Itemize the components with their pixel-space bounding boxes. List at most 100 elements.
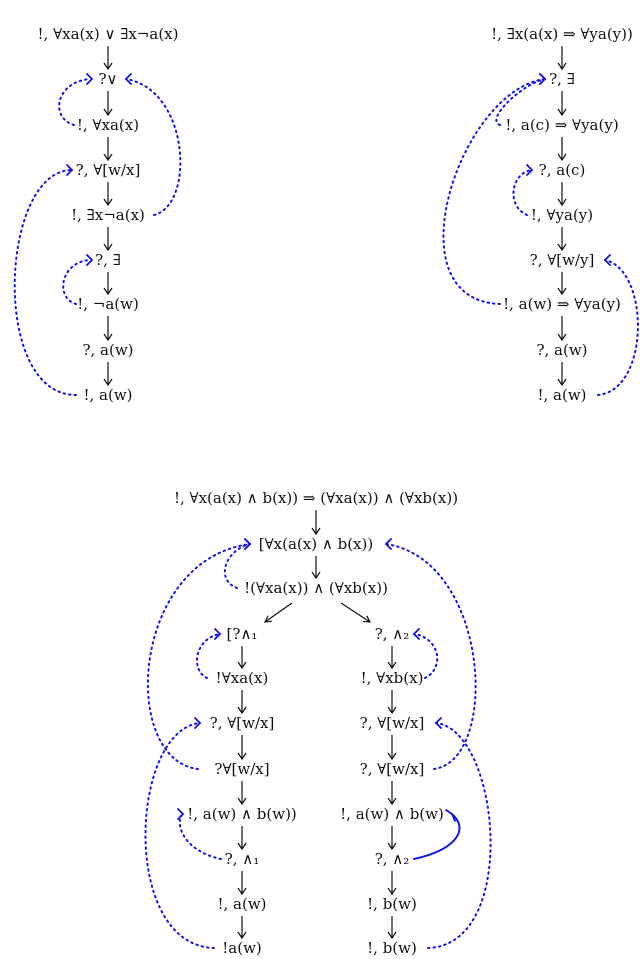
bottom-right-node-8: !, b(w) [367,939,417,957]
right-link-1 [442,78,546,305]
right-node-2: ?, ∃ [549,70,575,88]
left-node-2: ?∨ [98,70,118,88]
bottom-left-node-2: !∀xa(x) [215,669,269,687]
right-arrow-4-head [557,198,567,207]
bottom-link-3-head [384,538,392,550]
right-node-8: ?, a(w) [536,341,588,359]
left-node-9: !, a(w) [83,386,133,404]
bottom-link-3 [385,543,477,770]
left-node-8: ?, a(w) [82,341,134,359]
left-arrow-2-head [103,108,113,117]
bottom-link-7 [427,722,492,949]
bottom-left-node-7: !, a(w) [217,895,267,913]
bottom-branch-left [264,602,293,623]
bottom-link-2 [147,543,251,770]
bottom-arrow-1-head [311,527,321,536]
bottom-right-arrow-6-head [387,887,397,896]
right-root: !, ∃x(a(x) ⇒ ∀ya(y)) [491,25,633,43]
left-link-3 [13,169,77,396]
bottom-left-arrow-2-head [237,706,247,715]
bottom-left-arrow-1-head [237,661,247,670]
right-node-5: !, ∀ya(y) [530,206,594,224]
bottom-right-node-6: ?, ∧₂ [374,850,410,868]
right-link-3-head [526,164,534,176]
left-node-7: !, ¬a(w) [77,295,139,313]
bottom-left-arrow-4-head [237,797,247,806]
bottom-left-node-3: ?, ∀[w/x] [209,714,275,732]
bottom-right-arrow-4-head [387,797,397,806]
right-node-4: ?, a(c) [538,161,586,179]
right-node-3: !, a(c) ⇒ ∀ya(y) [505,116,619,134]
bottom-link-9-head [445,809,456,822]
bottom-link-5-head [412,628,420,640]
bottom-link-9 [413,813,461,860]
right-arrow-5-head [557,243,567,252]
bottom-right-arrow-3-head [387,752,397,761]
right-arrow-2-head [557,108,567,117]
bottom-right-node-3: ?, ∀[w/x] [359,714,425,732]
left-arrow-3-head [103,153,113,162]
left-arrow-1-head [103,62,113,71]
bottom-link-5 [413,633,439,679]
left-link-1 [58,78,91,126]
bottom-link-1 [224,543,251,589]
bottom-right-arrow-5-head [387,842,397,851]
left-link-2-head [124,73,132,85]
bottom-node-2: [∀x(a(x) ∧ b(x)) [258,535,374,553]
right-arrow-3-head [557,153,567,162]
right-arrow-8-head [557,378,567,387]
bottom-right-node-2: !, ∀xb(x) [360,669,424,687]
bottom-right-arrow-2-head [387,706,397,715]
bottom-left-node-1: [?∧₁ [226,625,258,643]
right-arrow-1-head [557,62,567,71]
left-link-2 [125,78,182,216]
bottom-root: !, ∀x(a(x) ∧ b(x)) ⇒ (∀xa(x)) ∧ (∀xb(x)) [173,489,459,507]
bottom-link-2-head [244,538,252,550]
bottom-branch-right [340,602,371,623]
right-node-6: ?, ∀[w/y] [529,251,595,269]
bottom-arrow-2-head [311,571,321,580]
bottom-right-arrow-1-head [387,661,397,670]
left-link-4-head [86,254,94,266]
left-link-1-head [86,73,94,85]
bottom-right-node-5: !, a(w) ∧ b(w) [340,805,444,823]
left-arrow-4-head [103,198,113,207]
bottom-right-node-1: ?, ∧₂ [374,625,410,643]
bottom-left-node-8: !a(w) [222,939,262,957]
bottom-left-arrow-5-head [237,842,247,851]
right-link-2 [495,78,546,126]
left-link-4 [62,259,91,305]
right-link-4-head [603,254,611,266]
bottom-link-4-head [214,628,222,640]
left-arrow-8-head [103,378,113,387]
bottom-link-6 [144,722,215,949]
right-link-4 [597,259,639,396]
left-node-3: !, ∀xa(x) [76,116,140,134]
bottom-left-node-4: ?∀[w/x] [214,760,270,778]
bottom-link-4 [196,633,221,679]
bottom-right-node-7: !, b(w) [367,895,417,913]
bottom-left-arrow-7-head [237,931,247,940]
right-link-2-head [539,73,547,85]
right-node-7: !, a(w) ⇒ ∀ya(y) [503,295,621,313]
left-node-4: ?, ∀[w/x] [75,161,141,179]
bottom-left-node-6: ?, ∧₁ [224,850,260,868]
left-arrow-6-head [103,287,113,296]
left-root: !, ∀xa(x) ∨ ∃x¬a(x) [37,25,179,43]
bottom-branch-left-head [263,615,273,623]
left-link-3-head [66,164,74,176]
left-arrow-7-head [103,333,113,342]
right-arrow-6-head [557,287,567,296]
right-link-3 [512,169,533,216]
bottom-node-3: !(∀xa(x)) ∧ (∀xb(x)) [244,579,388,597]
bottom-link-6-head [194,717,202,729]
right-arrow-7-head [557,333,567,342]
bottom-right-arrow-7-head [387,931,397,940]
bottom-link-8-head [177,808,185,820]
bottom-left-node-5: !, a(w) ∧ b(w)) [187,805,297,823]
bottom-left-arrow-3-head [237,752,247,761]
bottom-branch-right-head [362,615,372,623]
bottom-link-7-head [434,717,442,729]
